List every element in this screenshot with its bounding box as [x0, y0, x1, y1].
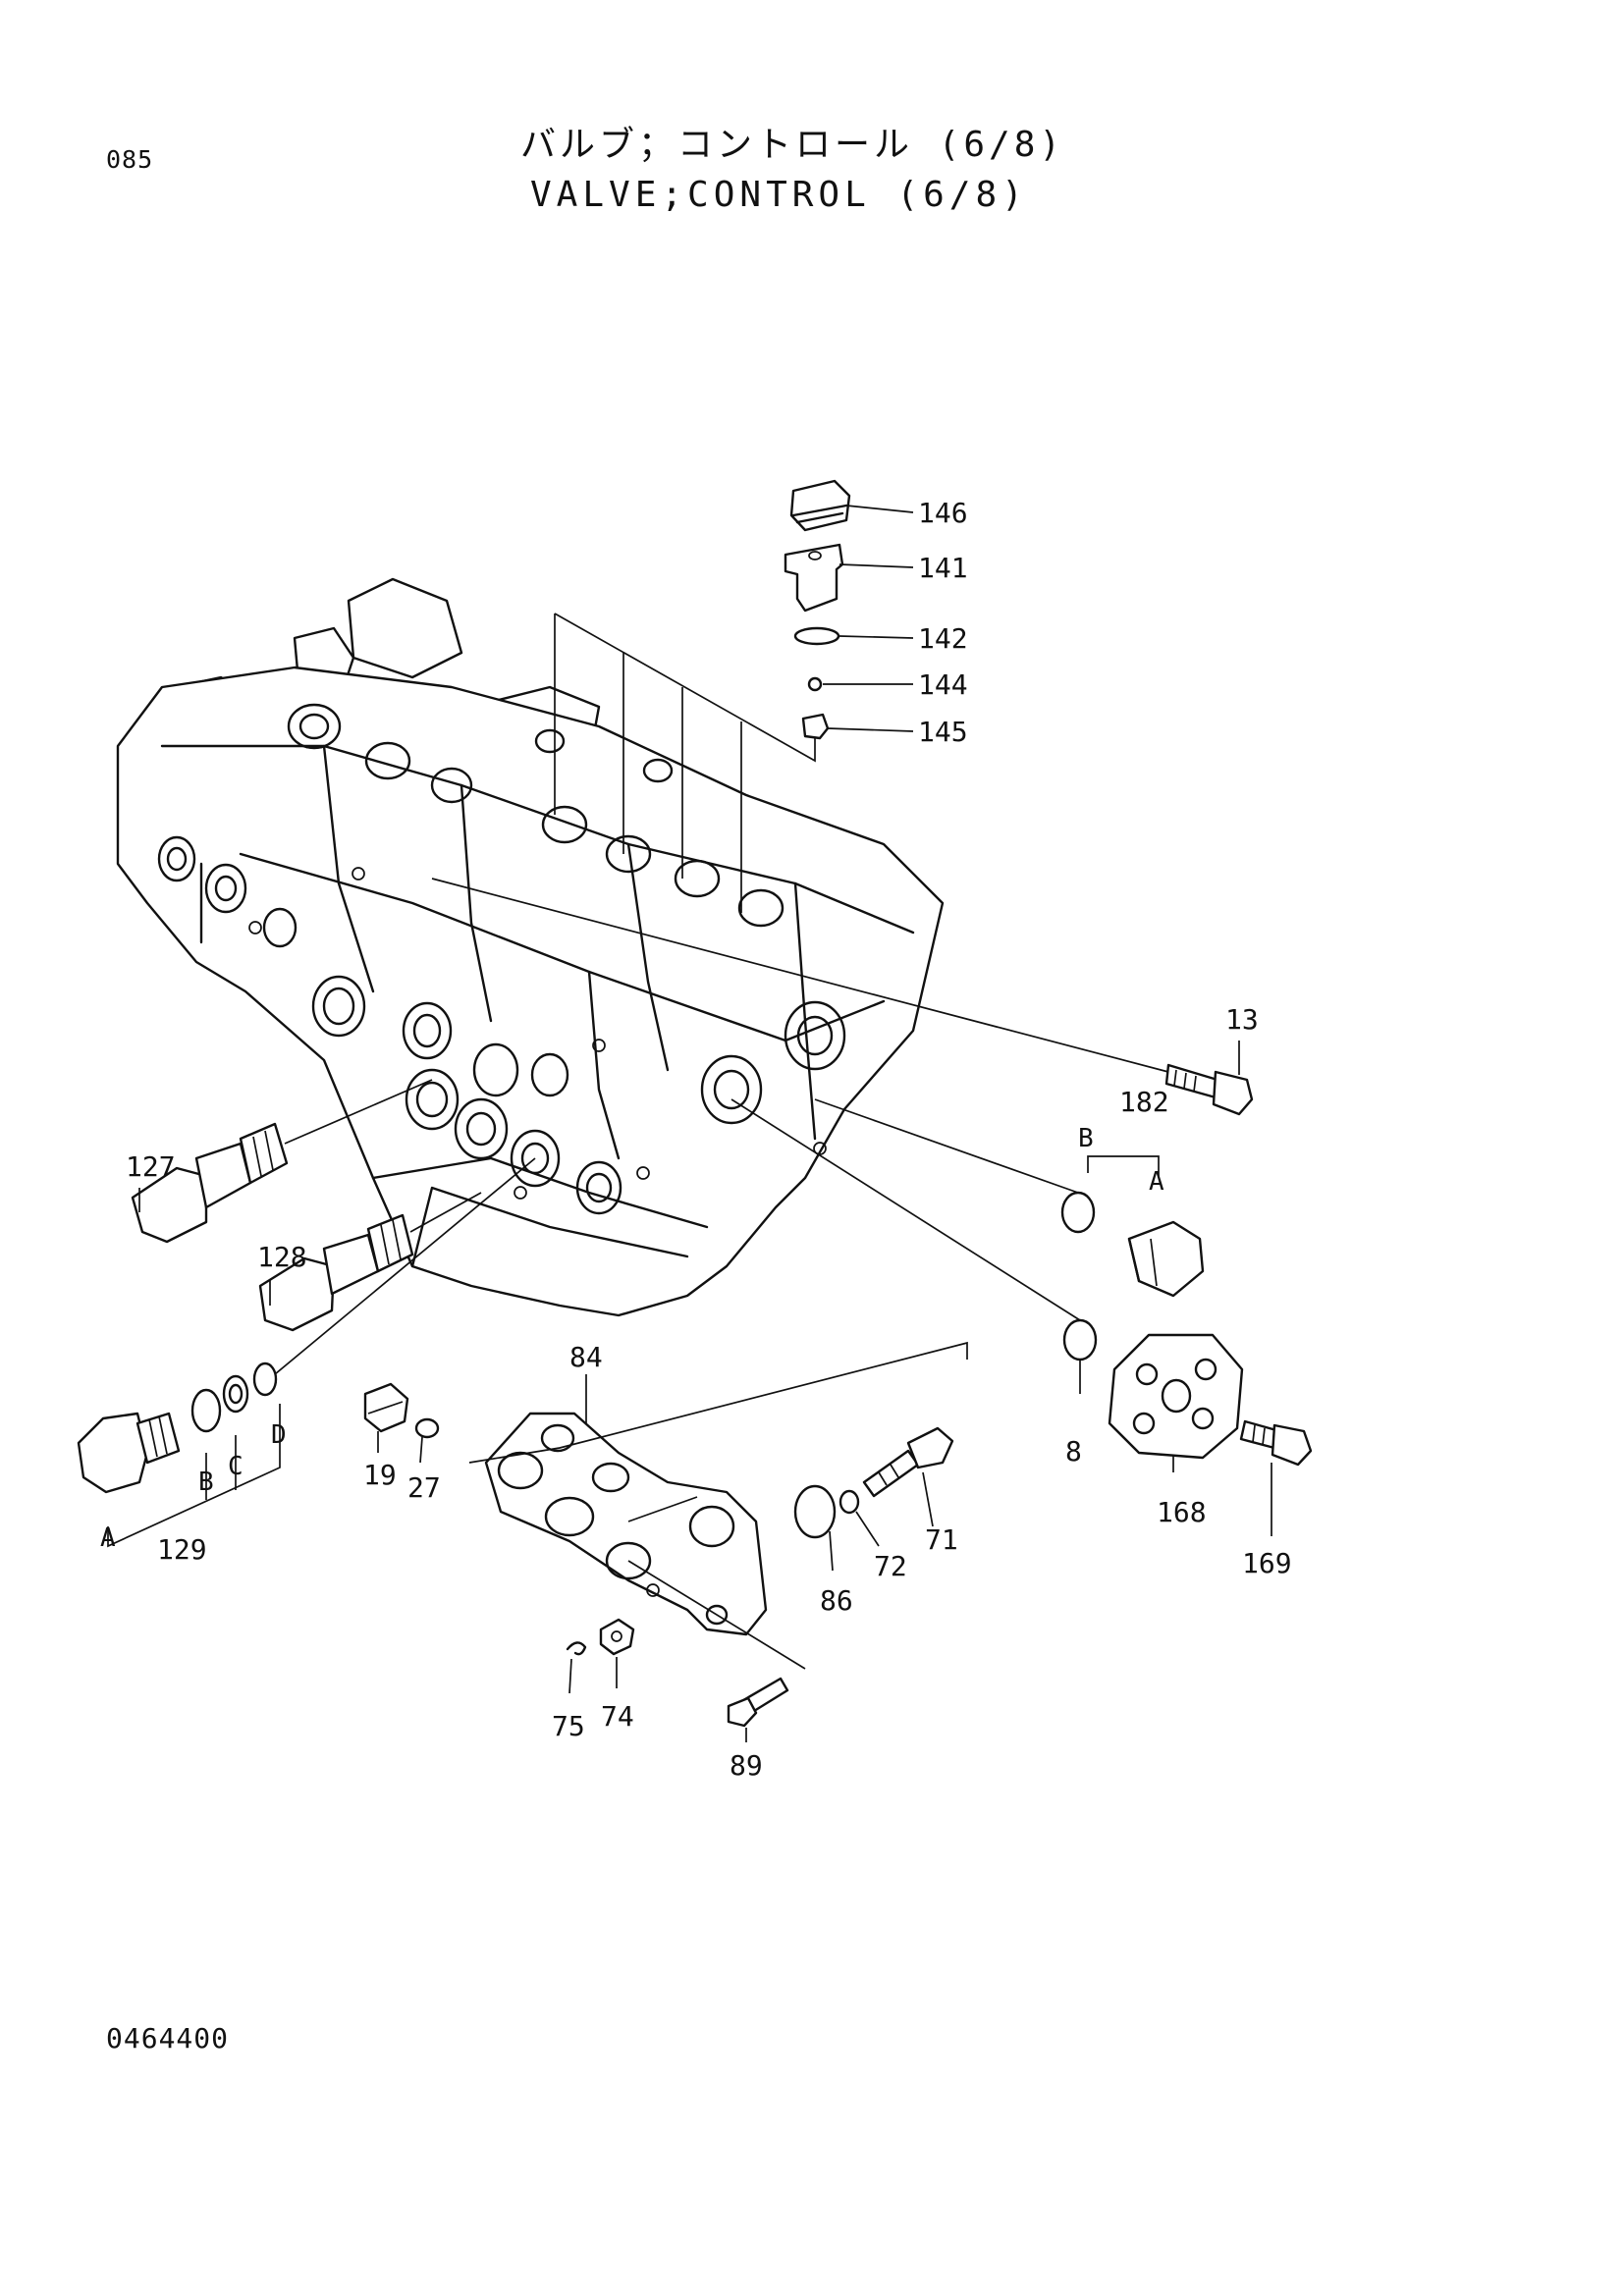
callout-74: 74: [601, 1700, 634, 1733]
callout-168: 168: [1157, 1496, 1207, 1528]
callout-141: 141: [918, 552, 968, 584]
callout-145: 145: [918, 716, 968, 748]
callout-182: 182: [1119, 1086, 1169, 1118]
callout-75: 75: [552, 1710, 585, 1742]
valve-assembly-129: [77, 1157, 536, 1548]
title-japanese: バルブ；コントロール (6/8): [520, 125, 1065, 165]
label-129-c: C: [228, 1452, 243, 1481]
callout-129: 129: [157, 1533, 207, 1566]
title-english: VALVE;CONTROL (6/8): [530, 175, 1028, 215]
check-valve-stack: [554, 479, 914, 913]
callout-8: 8: [1065, 1435, 1082, 1468]
bolt-13: [431, 878, 1254, 1116]
callout-128: 128: [257, 1241, 307, 1273]
o-ring-72: [839, 1489, 880, 1547]
callout-86: 86: [820, 1584, 853, 1617]
label-182-b: B: [1078, 1124, 1094, 1153]
plug-182: [814, 1098, 1205, 1298]
callout-72: 72: [874, 1550, 907, 1582]
label-129-d: D: [271, 1420, 287, 1450]
nut-74: [599, 1618, 635, 1688]
callout-19: 19: [363, 1459, 397, 1491]
callout-169: 169: [1242, 1547, 1292, 1579]
plug-19: [363, 1382, 409, 1453]
flange-168: [730, 1098, 1244, 1472]
relief-valve-128: [258, 1192, 482, 1332]
callout-13: 13: [1225, 1003, 1259, 1036]
callout-146: 146: [918, 497, 968, 529]
callout-84: 84: [569, 1341, 603, 1373]
clip-75: [566, 1641, 587, 1694]
label-129-a: A: [100, 1523, 116, 1553]
o-ring-86: [793, 1484, 837, 1572]
callout-144: 144: [918, 668, 968, 701]
bolt-71: [862, 1426, 954, 1527]
callout-71: 71: [925, 1523, 958, 1556]
bolt-169: [1239, 1419, 1313, 1536]
label-129-b: B: [198, 1468, 214, 1497]
callout-142: 142: [918, 622, 968, 655]
relief-valve-127: [131, 1079, 433, 1244]
o-ring-27: [414, 1417, 440, 1439]
callout-127: 127: [126, 1150, 176, 1183]
block-84: [468, 1341, 968, 1670]
page-code: 085: [106, 145, 154, 174]
callout-89: 89: [730, 1749, 763, 1782]
drawing-number: 0464400: [106, 2022, 230, 2055]
bolt-89: [727, 1677, 789, 1742]
valve-body-main: [116, 577, 945, 1317]
callout-27: 27: [407, 1471, 441, 1504]
label-182-a: A: [1149, 1167, 1164, 1197]
